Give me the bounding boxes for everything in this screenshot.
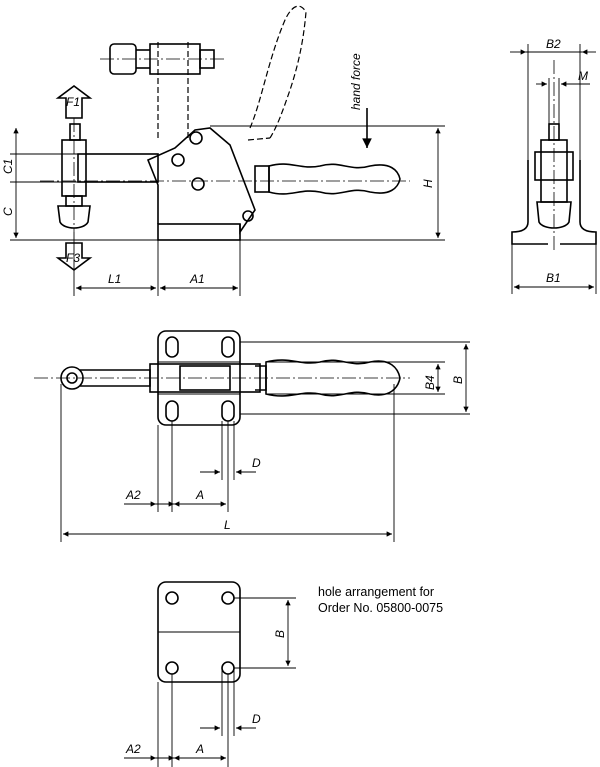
pivot-hole bbox=[191, 177, 205, 191]
label-M: M bbox=[578, 69, 588, 83]
label-F3: F3 bbox=[66, 251, 80, 265]
note-line-1: hole arrangement for bbox=[318, 585, 434, 599]
hand-force-arrow: hand force bbox=[349, 53, 372, 148]
spindle-foot bbox=[57, 205, 91, 229]
dim-B-holes: B bbox=[234, 597, 296, 669]
handle-grip bbox=[268, 163, 401, 195]
label-B1: B1 bbox=[546, 271, 561, 285]
base-plate bbox=[157, 223, 241, 241]
label-L1: L1 bbox=[108, 272, 121, 286]
dim-B2: B2 bbox=[510, 37, 596, 160]
dim-H: H bbox=[210, 125, 445, 241]
label-A-holes: A bbox=[195, 742, 204, 756]
force-F3-arrow: F3 bbox=[55, 242, 93, 271]
dim-D-top: D bbox=[200, 421, 261, 480]
spindle-tip bbox=[69, 123, 81, 141]
label-A-top: A bbox=[195, 488, 204, 502]
label-C: C bbox=[1, 207, 15, 216]
top-view: B4 B D A2 A L bbox=[34, 330, 470, 542]
pivot-hole bbox=[242, 210, 254, 222]
dim-C1-C: C1 C bbox=[1, 128, 158, 241]
label-B4: B4 bbox=[423, 375, 437, 390]
label-A1: A1 bbox=[189, 272, 205, 286]
label-L: L bbox=[224, 518, 231, 532]
label-B-top: B bbox=[451, 376, 465, 384]
dim-A2-A-holes: A2 A bbox=[124, 674, 229, 767]
spindle-open bbox=[100, 43, 225, 75]
label-B2: B2 bbox=[546, 37, 561, 51]
mounting-hole bbox=[221, 661, 235, 675]
label-C1: C1 bbox=[1, 159, 15, 174]
label-D-holes: D bbox=[252, 712, 261, 726]
front-view: B2 M B1 bbox=[510, 37, 597, 294]
label-A2-holes: A2 bbox=[125, 742, 141, 756]
side-view: F1 F3 hand force H C1 C bbox=[1, 5, 445, 296]
dim-A2-A-top: A2 A bbox=[124, 421, 229, 512]
hole-arrangement-view: B D A2 A hole arrangement for Order No. … bbox=[124, 581, 443, 767]
dim-D-holes: D bbox=[200, 668, 261, 736]
mounting-hole bbox=[165, 591, 179, 605]
dim-L: L bbox=[60, 384, 395, 542]
label-F1: F1 bbox=[66, 95, 80, 109]
dim-L1-A1: L1 A1 bbox=[73, 232, 241, 296]
label-hand-force: hand force bbox=[349, 53, 363, 110]
mounting-hole bbox=[165, 661, 179, 675]
label-B-holes: B bbox=[273, 630, 287, 638]
label-H: H bbox=[421, 179, 435, 188]
dim-B4-B: B4 B bbox=[240, 341, 470, 415]
handle-open-position bbox=[157, 5, 307, 141]
note-line-2: Order No. 05800-0075 bbox=[318, 601, 443, 615]
pivot-hole bbox=[171, 153, 185, 167]
label-A2-top: A2 bbox=[125, 488, 141, 502]
mounting-hole bbox=[221, 591, 235, 605]
pivot-hole bbox=[189, 131, 203, 145]
clamp-arm bbox=[77, 153, 159, 183]
dim-B1: B1 bbox=[511, 244, 597, 294]
force-F1-arrow: F1 bbox=[55, 85, 93, 119]
dim-M: M bbox=[536, 69, 590, 124]
label-D-top: D bbox=[252, 456, 261, 470]
